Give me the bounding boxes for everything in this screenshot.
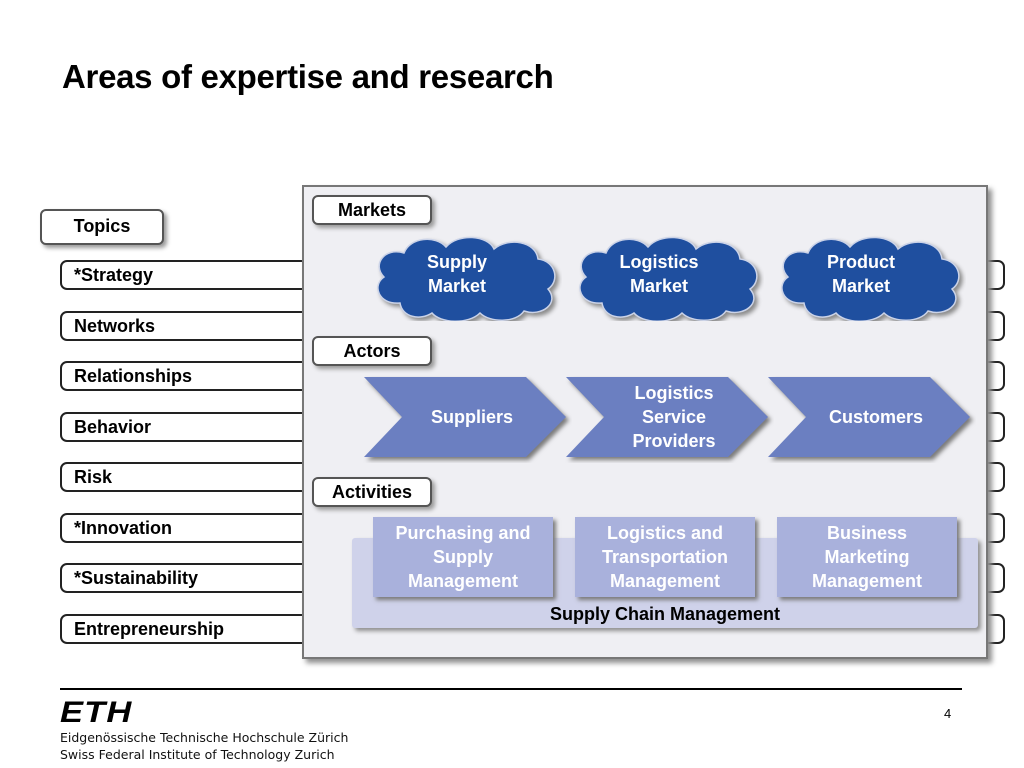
chevron-arrow-icon bbox=[364, 377, 566, 457]
activity-label-line2: Marketing bbox=[824, 547, 910, 567]
activity-label-line1: Purchasing and bbox=[395, 523, 531, 543]
supply-market-cloud: Supply Market bbox=[364, 250, 550, 334]
institution-name-en: Swiss Federal Institute of Technology Zu… bbox=[60, 747, 335, 762]
actor-label-line2: Service bbox=[641, 407, 707, 427]
activity-label-line3: Management bbox=[609, 571, 720, 591]
activity-business-marketing-management: Business Marketing Management bbox=[777, 517, 957, 597]
topic-label: *Innovation bbox=[74, 518, 172, 538]
cloud-label-line1: Logistics bbox=[619, 252, 699, 272]
cloud-label-line2: Market bbox=[427, 276, 487, 296]
institution-name-de: Eidgenössische Technische Hochschule Zür… bbox=[60, 730, 349, 745]
page-number: 4 bbox=[944, 706, 952, 721]
actors-tag: Actors bbox=[312, 336, 432, 366]
activity-label-line2: Transportation bbox=[601, 547, 728, 567]
actor-suppliers: Suppliers bbox=[372, 375, 582, 461]
topics-header: Topics bbox=[40, 209, 164, 245]
activity-label-line3: Management bbox=[407, 571, 519, 591]
activity-label-line1: Business bbox=[826, 523, 908, 543]
activity-label-line1: Logistics and bbox=[606, 523, 723, 543]
topic-label: Behavior bbox=[74, 417, 152, 437]
cloud-label-line1: Product bbox=[826, 252, 895, 272]
actor-logistics-service-providers: Logistics Service Providers bbox=[574, 375, 784, 461]
actor-customers: Customers bbox=[776, 375, 986, 461]
activity-label-line2: Supply bbox=[432, 547, 493, 567]
chevron-arrow-icon bbox=[566, 377, 768, 457]
cloud-label-line1: Supply bbox=[426, 252, 487, 272]
actor-label-line3: Providers bbox=[632, 431, 716, 451]
markets-tag: Markets bbox=[312, 195, 432, 225]
activity-purchasing-supply-management: Purchasing and Supply Management bbox=[373, 517, 553, 597]
topic-label: *Sustainability bbox=[74, 568, 199, 588]
topic-label: Entrepreneurship bbox=[74, 619, 225, 639]
topic-label: Relationships bbox=[74, 366, 193, 386]
logistics-market-cloud: Logistics Market bbox=[566, 250, 752, 334]
topic-label: *Strategy bbox=[74, 265, 154, 285]
cloud-label-line2: Market bbox=[831, 276, 891, 296]
cloud-label-line2: Market bbox=[629, 276, 689, 296]
chevron-arrow-icon bbox=[768, 377, 970, 457]
product-market-cloud: Product Market bbox=[768, 250, 954, 334]
activities-tag: Activities bbox=[312, 477, 432, 507]
cloud-icon bbox=[579, 236, 758, 321]
cloud-icon bbox=[377, 236, 556, 321]
footer-divider bbox=[60, 688, 962, 690]
actor-label: Customers bbox=[828, 407, 924, 427]
eth-logo: ETH bbox=[60, 696, 133, 729]
topic-label: Networks bbox=[74, 316, 156, 336]
page-title: Areas of expertise and research bbox=[62, 58, 554, 95]
topic-label: Risk bbox=[74, 467, 113, 487]
actor-label: Suppliers bbox=[430, 407, 514, 427]
actor-label-line1: Logistics bbox=[634, 383, 714, 403]
activity-label-line3: Management bbox=[811, 571, 923, 591]
scm-label: Supply Chain Management bbox=[549, 604, 781, 624]
cloud-icon bbox=[781, 236, 960, 321]
activity-logistics-transportation-management: Logistics and Transportation Management bbox=[575, 517, 755, 597]
